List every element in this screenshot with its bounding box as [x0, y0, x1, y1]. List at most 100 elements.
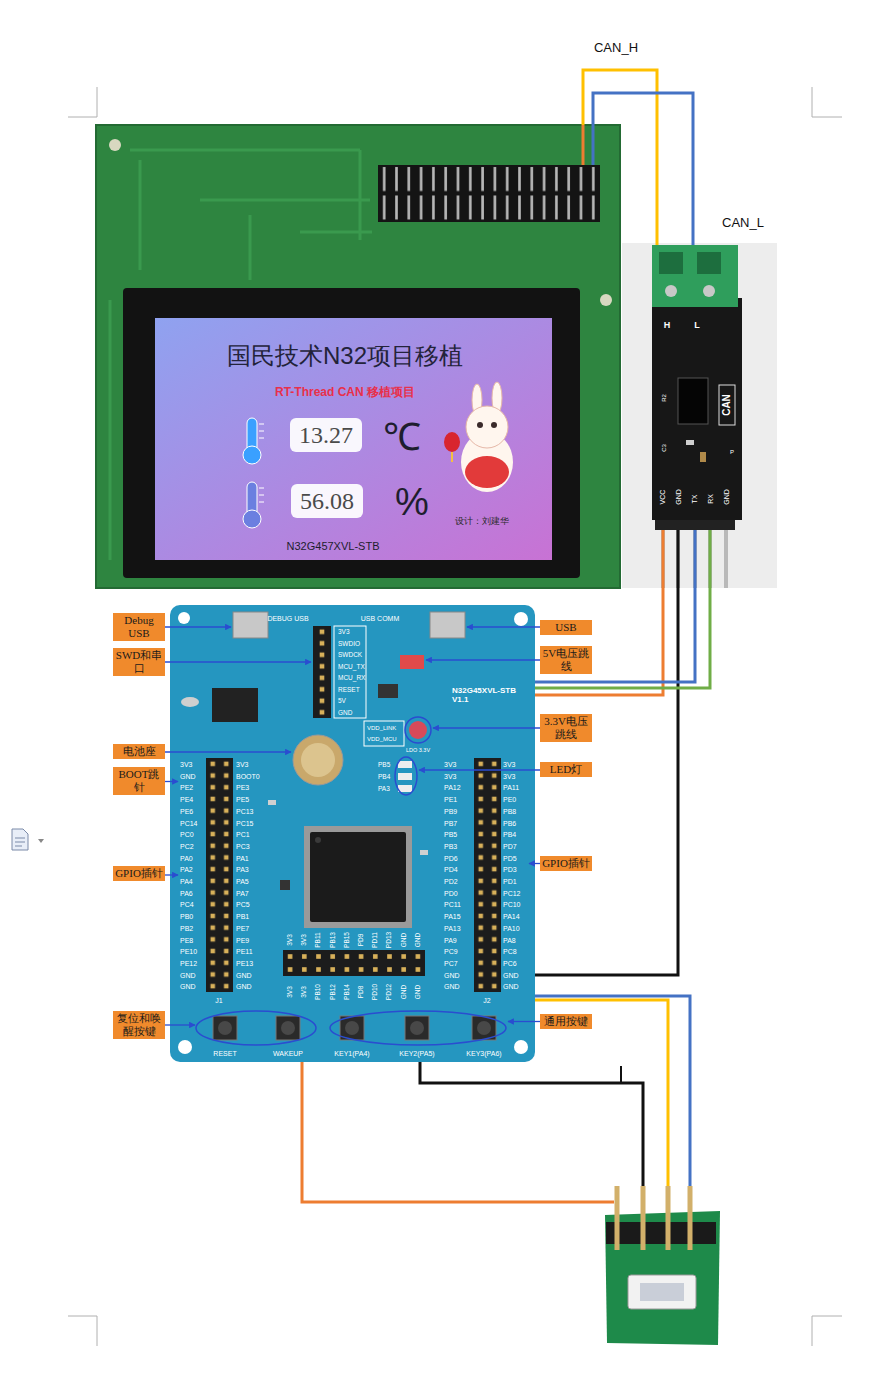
pin-label: PA3 [378, 786, 390, 793]
pin-label: PC9 [444, 948, 458, 955]
pin-label: 3V3 [287, 934, 294, 946]
pin-label: PD11 [372, 932, 379, 948]
pin-label: PE10 [180, 948, 197, 955]
pin-label: PC6 [503, 959, 517, 966]
callout-text: 通用按键 [541, 1015, 591, 1028]
pin-label: 3V3 [503, 772, 515, 779]
thermometer-ticks [259, 488, 264, 502]
callout-box: USB [540, 620, 592, 635]
callout-box: 电池座 [113, 744, 165, 759]
pin-label: 3V3 [338, 629, 350, 636]
pin-label: PA13 [444, 924, 461, 931]
pin-label: PD1 [503, 878, 517, 885]
gpio-header [206, 758, 233, 992]
pin-label: GND [338, 709, 352, 716]
value-text: 13.27 [299, 421, 353, 449]
lcd-pcb [96, 125, 620, 588]
screen-display [155, 318, 552, 560]
sensor-wire [535, 1000, 668, 1190]
pin-label: PD8 [358, 986, 365, 999]
callout-text: BOOT跳针 [114, 768, 164, 794]
push-button [276, 1016, 300, 1040]
can-module: HLR2CANC3PVCCGNDTXRXGND [652, 245, 742, 530]
pin-label: GND [180, 983, 196, 990]
callout-box: GPIO插针 [113, 866, 165, 881]
pin-label: PE1 [444, 796, 457, 803]
pin-label: GND [236, 971, 252, 978]
leader-arrow [426, 659, 540, 660]
pin-label: GND [400, 985, 407, 999]
pin-label: SWDCK [338, 652, 362, 659]
pin-label: GND [236, 983, 252, 990]
pin-label: PE0 [503, 796, 516, 803]
pin-label: BOOT0 [236, 772, 260, 779]
pin-label: PB4 [503, 831, 516, 838]
pin-label: PE5 [236, 796, 249, 803]
led [398, 773, 412, 780]
pin-label: PA5 [236, 878, 249, 885]
pin-label: PE2 [180, 784, 193, 791]
silkscreen-box [364, 721, 404, 746]
mount-hole [514, 612, 528, 626]
wire-tick [620, 1066, 622, 1083]
silkscreen-label: DEBUG USB [267, 615, 308, 622]
pin-label: 3V3 [180, 761, 192, 768]
smd-part [420, 850, 428, 855]
pin-label: PC5 [236, 901, 250, 908]
button-cap [218, 1021, 232, 1035]
pin-label: PC1 [236, 831, 250, 838]
unit-symbol: % [395, 481, 429, 525]
pin-label: PD5 [503, 854, 517, 861]
pin-label: TX [691, 495, 699, 504]
callout-text: GPIO插针 [541, 857, 591, 870]
highlight-ring [196, 1011, 316, 1045]
pin-label: VDD_MCU [367, 736, 397, 742]
sensor-wire [420, 1062, 643, 1190]
wire-stub [592, 125, 595, 165]
pin-label: PE12 [180, 959, 197, 966]
mcu-pins [304, 826, 412, 928]
rabbit-clothes [465, 456, 509, 488]
callout-box: BOOT跳针 [113, 767, 165, 795]
value-text: 56.08 [300, 487, 354, 515]
button-label: KEY3(PA6) [466, 1050, 501, 1057]
lcd-board: 国民技术N32项目移植RT-Thread CAN 移植项目℃%设计：刘建华N32… [96, 125, 620, 588]
pin-label: 3V3 [287, 986, 294, 998]
highlight-ring [395, 757, 417, 795]
pin-label: PB4 [378, 774, 390, 781]
pin-label: GND [444, 971, 460, 978]
pin-label: PD3 [503, 866, 517, 873]
pin-label: PB5 [378, 762, 390, 769]
document-icon [12, 829, 28, 850]
pin-label: PE8 [180, 936, 193, 943]
pin-label: PD7 [503, 842, 517, 849]
swd-header [313, 626, 331, 718]
transceiver-chip [678, 378, 708, 424]
pin-label: PE11 [236, 948, 253, 955]
lantern-tassel [451, 452, 453, 462]
part-ref: P [730, 449, 734, 456]
pin-label: PE6 [180, 807, 193, 814]
callout-text: LED灯 [541, 763, 591, 776]
mount-hole [600, 294, 612, 306]
pin-label: 3V3 [444, 772, 456, 779]
usb-connector [233, 612, 268, 638]
pin-label: PB9 [444, 807, 457, 814]
pin-label: VDD_LINK [367, 725, 396, 731]
pin-label: PA10 [503, 924, 520, 931]
mcu-chip [310, 832, 406, 922]
pin-label: SWDIO [338, 640, 360, 647]
highlight-ring [405, 717, 431, 743]
pin-label: 5V [338, 698, 346, 705]
board-model: N32G457XVL-STB [287, 540, 380, 553]
pin-label: PC3 [236, 842, 250, 849]
pin-label: PE7 [236, 924, 249, 931]
pin-label: 3V3 [301, 934, 308, 946]
pin-label: PA6 [180, 889, 193, 896]
debug-chip [212, 688, 258, 722]
rabbit-eye [491, 422, 497, 428]
unit-symbol: ℃ [383, 416, 421, 460]
pin-label: PB3 [444, 842, 457, 849]
thermometer-ticks [259, 424, 264, 438]
